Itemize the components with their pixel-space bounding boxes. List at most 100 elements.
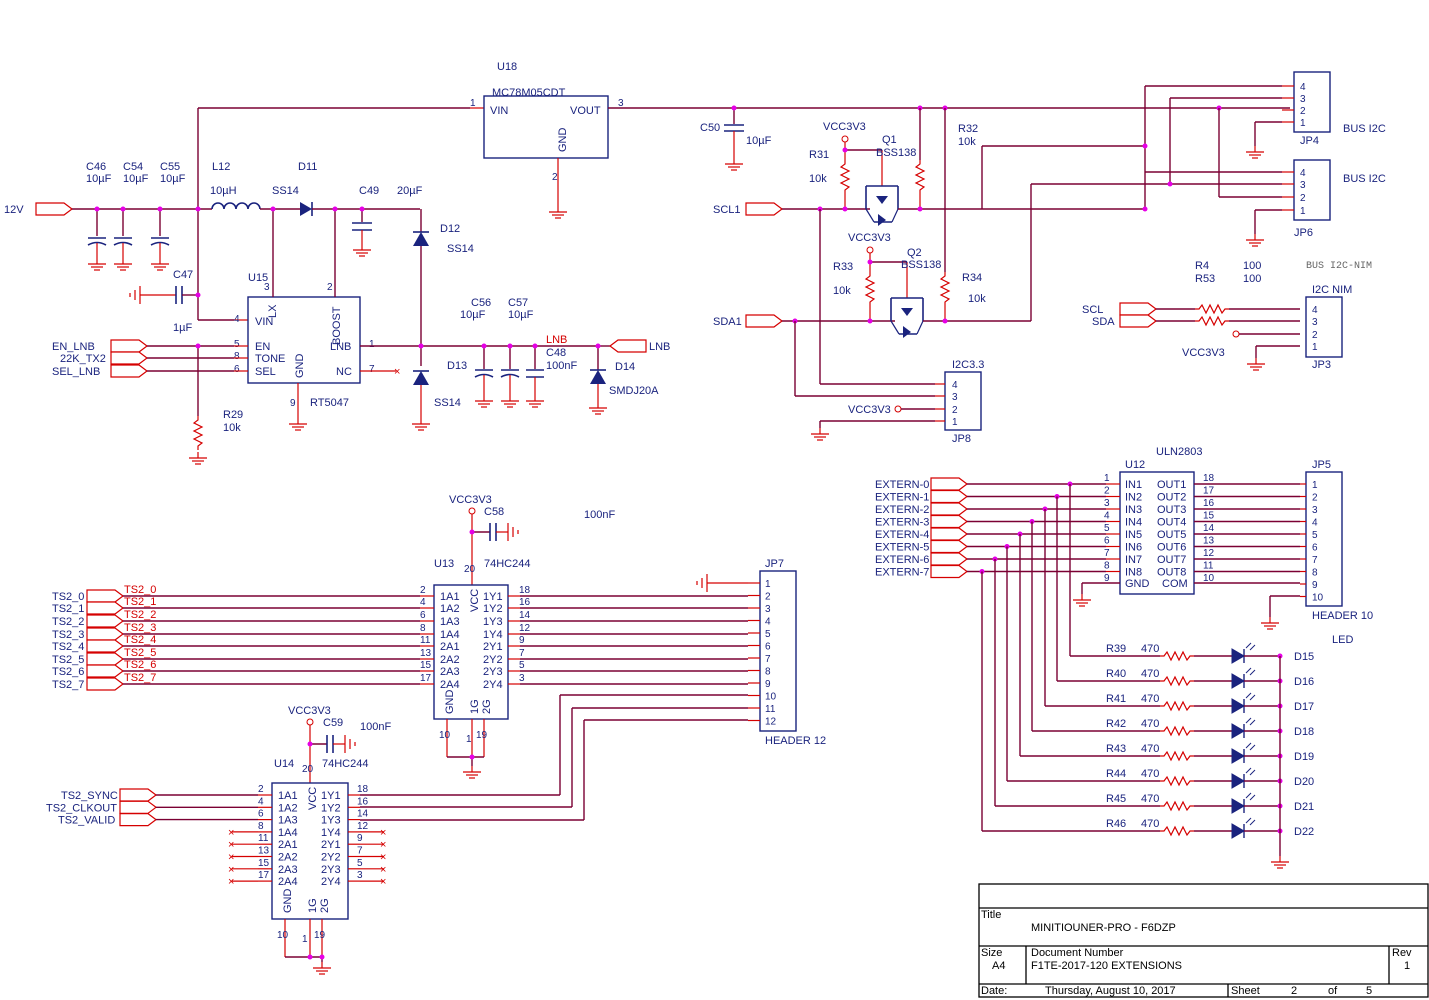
no-connect: ×	[380, 827, 386, 839]
ts-ctrl-label: TS2_VALID	[58, 815, 115, 827]
pin-name: 1A4	[278, 827, 298, 839]
port-arrow	[119, 800, 157, 814]
ic-u18: VIN VOUT GND	[483, 95, 609, 159]
no-connect: ×	[380, 876, 386, 888]
svg-text:GND: GND	[294, 354, 306, 379]
r29-ref: R29	[223, 409, 243, 421]
l12-value: 10µH	[210, 185, 237, 197]
svg-text:2: 2	[552, 172, 558, 183]
pin-number: 17	[258, 870, 270, 881]
resistor-ref: R45	[1106, 793, 1126, 805]
svg-text:VIN: VIN	[490, 105, 508, 117]
pin-number: 2	[1312, 493, 1318, 504]
q2-part: BSS138	[901, 259, 941, 271]
document-number: F1TE-2017-120 EXTENSIONS	[1031, 960, 1182, 972]
pin-name: 1Y4	[483, 629, 503, 641]
pin-number: 2	[258, 784, 264, 795]
pin-number: 14	[1203, 523, 1215, 534]
pin-number: 18	[519, 585, 531, 596]
jp5-label: HEADER 10	[1312, 610, 1373, 622]
c57-ref: C57	[508, 297, 528, 309]
svg-text:Rev: Rev	[1392, 947, 1412, 959]
pin-number: 9	[357, 833, 363, 844]
r53-ref: R53	[1195, 273, 1215, 285]
svg-text:2G: 2G	[319, 898, 331, 913]
pin-number: 18	[1203, 473, 1215, 484]
c49-ref: C49	[359, 185, 379, 197]
port-arrow	[930, 527, 968, 541]
svg-text:Sheet: Sheet	[1231, 985, 1260, 997]
ts-net-label: TS2_6	[124, 659, 156, 671]
diode-ref: D22	[1294, 826, 1314, 838]
c58-value: 100nF	[584, 509, 615, 521]
resistor-ref: R39	[1106, 643, 1126, 655]
svg-text:VIN: VIN	[255, 316, 273, 328]
ts-input-label: TS2_2	[52, 616, 84, 628]
ts-net-label: TS2_0	[124, 584, 156, 596]
pin-number: 7	[1312, 555, 1318, 566]
pin-number: 18	[357, 784, 369, 795]
port-arrow	[86, 664, 124, 678]
diode-d13	[411, 370, 431, 431]
port-arrow	[86, 589, 124, 603]
pin-number: 10	[1312, 593, 1324, 604]
pin-number: 14	[357, 809, 369, 820]
svg-text:4: 4	[234, 314, 240, 325]
u14-vcc-label: VCC3V3	[288, 705, 331, 717]
extern-input-label: EXTERN-7	[875, 567, 929, 579]
r32-ref: R32	[958, 123, 978, 135]
r34-value: 10k	[968, 293, 986, 305]
port-arrow	[119, 788, 157, 802]
pin-number: 5	[1104, 523, 1110, 534]
u14-part: 74HC244	[322, 758, 368, 770]
resistor-ref: R40	[1106, 668, 1126, 680]
l12-ref: L12	[212, 161, 230, 173]
svg-text:GND: GND	[557, 128, 569, 153]
pin-number: 3	[357, 870, 363, 881]
svg-text:VOUT: VOUT	[570, 105, 601, 117]
pin-number: 10	[765, 692, 777, 703]
pin-name: 1Y4	[321, 827, 341, 839]
svg-text:1: 1	[302, 934, 308, 945]
svg-text:GND: GND	[1125, 578, 1150, 590]
svg-text:LX: LX	[267, 304, 279, 318]
extern-input-label: EXTERN-5	[875, 542, 929, 554]
diode-ref: D17	[1294, 701, 1314, 713]
pin-number: 6	[420, 610, 426, 621]
svg-text:of: of	[1328, 985, 1338, 997]
resistor-value: 470	[1141, 718, 1159, 730]
resistor	[1159, 726, 1195, 736]
svg-text:7: 7	[369, 364, 375, 375]
svg-text:VCC: VCC	[307, 787, 319, 810]
pin-name: OUT8	[1157, 567, 1186, 579]
port-arrow	[930, 502, 968, 516]
power-section: 12V C46 10µF	[4, 61, 1290, 465]
port-arrow	[930, 477, 968, 491]
port-arrow	[930, 539, 968, 554]
pin-number: 12	[1203, 548, 1215, 559]
pin-name: 2A3	[440, 666, 460, 678]
d12-ref: D12	[440, 223, 460, 235]
svg-text:9: 9	[1104, 573, 1110, 584]
svg-text:1: 1	[1300, 206, 1306, 217]
svg-text:3: 3	[1300, 94, 1306, 105]
pin-number: 1	[765, 579, 771, 590]
svg-text:1: 1	[470, 98, 476, 109]
capacitor-c48	[525, 346, 545, 408]
pin-number: 11	[420, 635, 431, 646]
no-connect: ×	[228, 839, 234, 851]
svg-text:1: 1	[1300, 118, 1306, 129]
pin-name: 1Y1	[321, 790, 341, 802]
svg-text:A4: A4	[992, 960, 1005, 972]
pin-number: 13	[258, 846, 270, 857]
capacitor-c57	[500, 346, 520, 408]
extern-input-label: EXTERN-0	[875, 479, 929, 491]
resistor-value: 470	[1141, 793, 1159, 805]
d14-ref: D14	[615, 361, 635, 373]
capacitor-c46	[87, 209, 107, 271]
pin-number: 16	[519, 597, 531, 608]
diode-ref: D21	[1294, 801, 1314, 813]
nim-vcc-label: VCC3V3	[1182, 347, 1225, 359]
svg-text:4: 4	[1312, 305, 1318, 316]
